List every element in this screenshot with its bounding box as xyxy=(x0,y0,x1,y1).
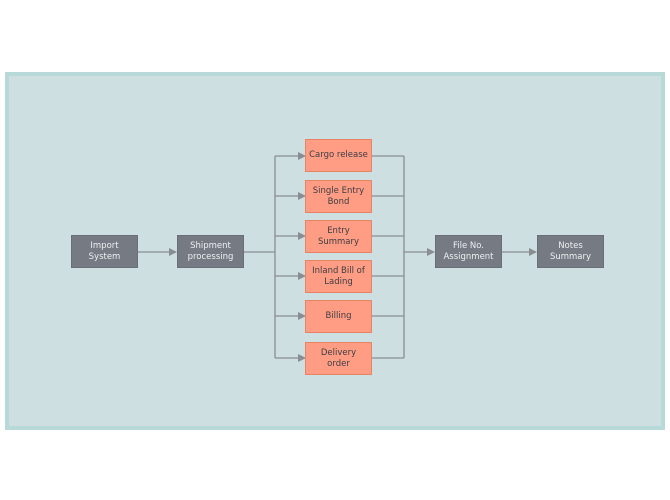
billing-node: Billing xyxy=(305,300,372,333)
shipment-processing-node: Shipment processing xyxy=(177,235,244,268)
delivery-order-node: Delivery order xyxy=(305,342,372,375)
single-entry-bond-node: Single Entry Bond xyxy=(305,180,372,213)
import-system-node: Import System xyxy=(71,235,138,268)
notes-summary-node: Notes Summary xyxy=(537,235,604,268)
cargo-release-node: Cargo release xyxy=(305,139,372,172)
inland-bill-of-lading-node: Inland Bill of Lading xyxy=(305,260,372,293)
file-no-assignment-node: File No. Assignment xyxy=(435,235,502,268)
entry-summary-node: Entry Summary xyxy=(305,220,372,253)
